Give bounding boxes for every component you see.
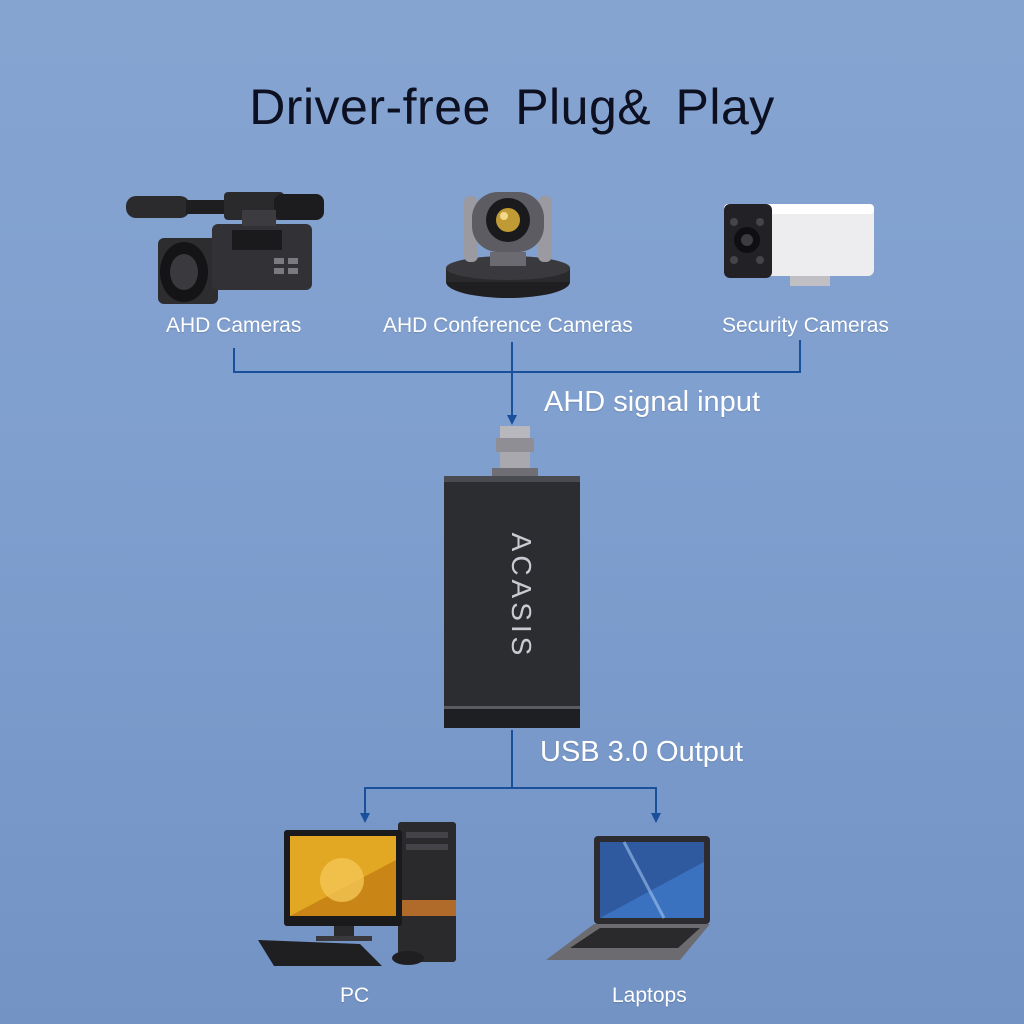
ptz-camera-icon bbox=[446, 192, 570, 298]
laptop-icon bbox=[546, 836, 710, 960]
signal-input-label: AHD signal input bbox=[544, 386, 760, 418]
laptop-arrow bbox=[512, 787, 661, 823]
capture-card-icon: ACASIS bbox=[444, 426, 580, 728]
desktop-pc-icon bbox=[258, 822, 456, 966]
usb-output-label: USB 3.0 Output bbox=[540, 736, 744, 768]
pc-label: PC bbox=[340, 984, 370, 1007]
input-bus-line bbox=[233, 340, 801, 373]
laptops-label: Laptops bbox=[612, 984, 687, 1007]
ahd-cameras-label: AHD Cameras bbox=[166, 314, 302, 337]
pc-arrow bbox=[360, 787, 512, 823]
camcorder-icon bbox=[126, 192, 324, 304]
conference-cameras-label: AHD Conference Cameras bbox=[383, 314, 633, 337]
device-brand-text: ACASIS bbox=[506, 533, 537, 660]
page-title: Driver-free Plug& Play bbox=[249, 79, 775, 135]
bullet-camera-icon bbox=[724, 204, 874, 286]
security-cameras-label: Security Cameras bbox=[722, 314, 889, 337]
